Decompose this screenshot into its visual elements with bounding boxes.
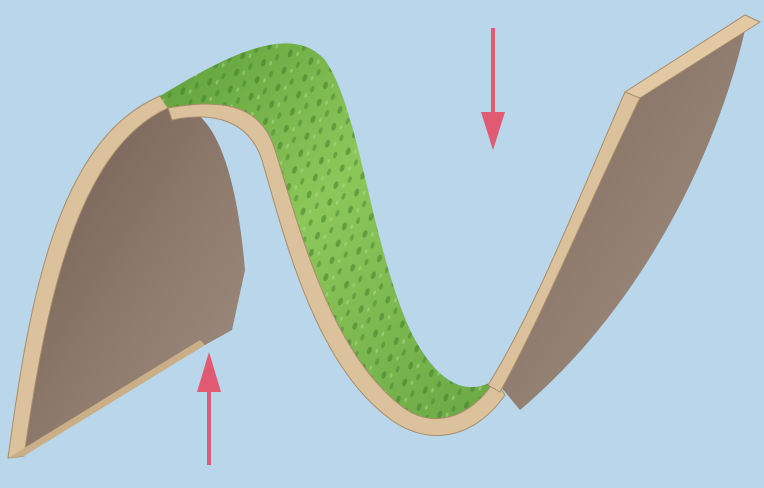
fold-diagram	[0, 0, 764, 488]
fold-diagram-svg	[0, 0, 764, 488]
